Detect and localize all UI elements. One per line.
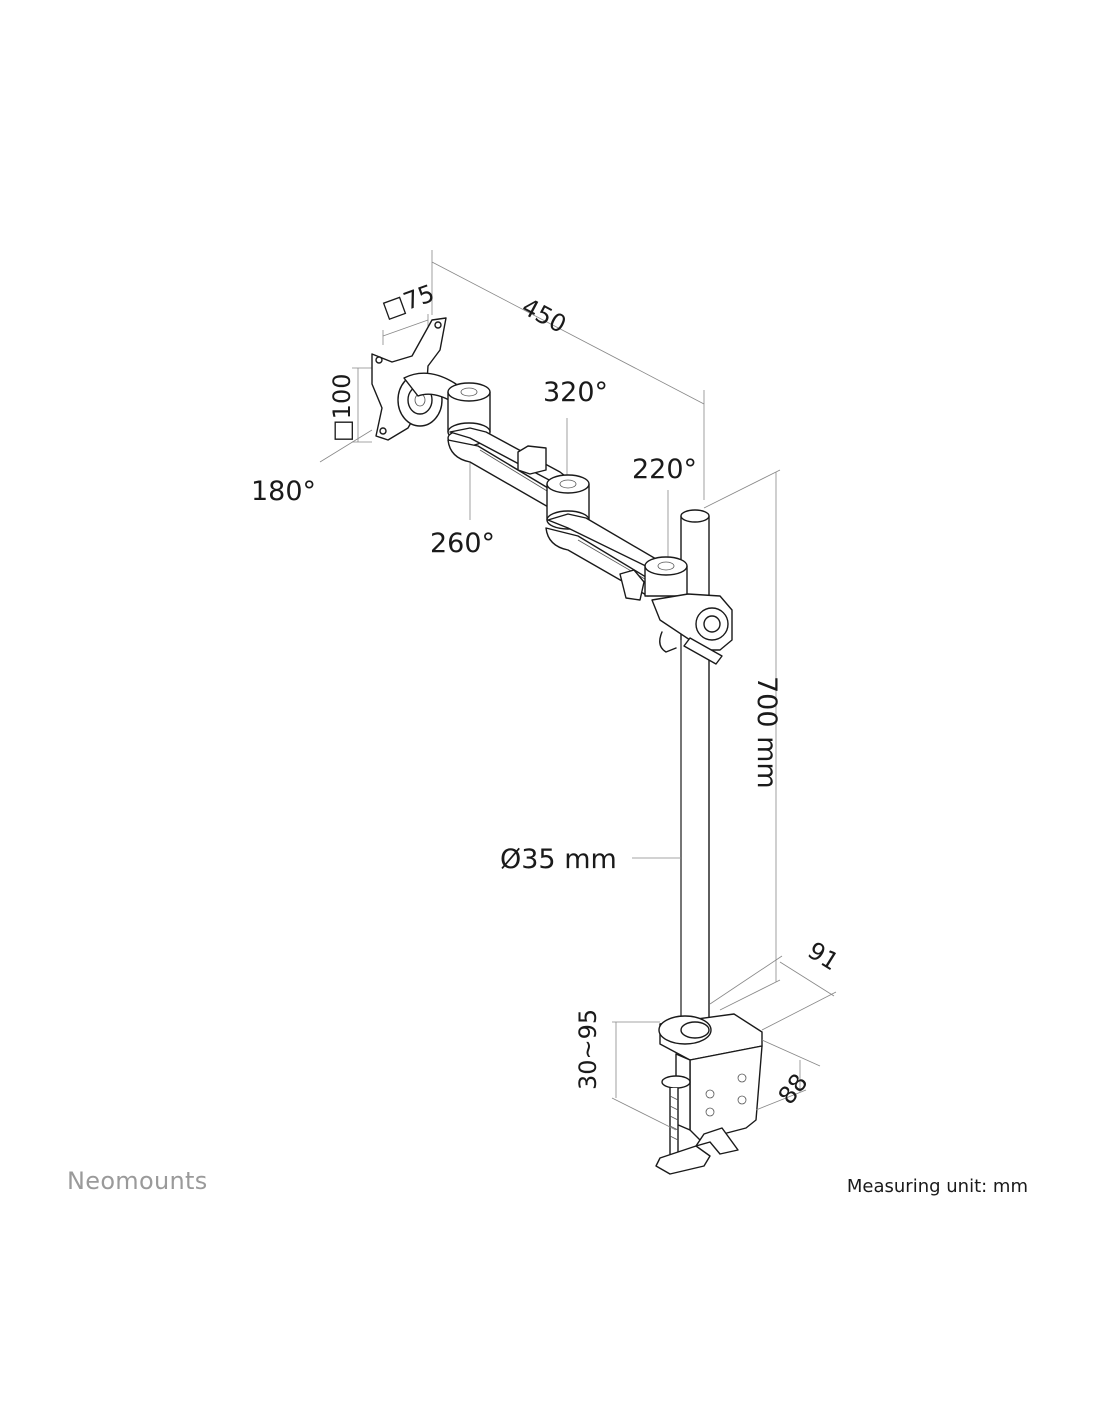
tilt-head (397, 372, 457, 427)
clamp-range-label: 30~95 (574, 1009, 602, 1090)
desk-clamp (655, 1013, 763, 1175)
brand-logo: Neomounts (67, 1167, 208, 1195)
clamp-width-label: 88 (773, 1068, 814, 1109)
vesa-100-label: □100 (328, 374, 356, 442)
pole-height-label: 700 mm (751, 676, 782, 789)
dimension-clamp-range: 30~95 (574, 1009, 677, 1131)
rotation-180-label: 180° (251, 476, 316, 507)
rear-arm (545, 513, 669, 601)
measuring-unit-note: Measuring unit: mm (846, 1176, 1028, 1197)
rotation-260-label: 260° (430, 528, 495, 559)
rotation-220-label: 220° (632, 454, 697, 485)
vesa-75-label: □75 (378, 279, 438, 324)
arm-reach-label: 450 (517, 293, 571, 339)
dimension-pole-height: 700 mm (703, 469, 782, 1011)
dimension-vesa-100: □100 (328, 367, 372, 443)
clamp-depth-label: 91 (803, 936, 844, 976)
dimension-pole-diameter: Ø35 mm (500, 844, 681, 875)
pole-diameter-label: Ø35 mm (500, 844, 617, 875)
dimension-clamp-width: 88 (755, 1039, 821, 1111)
rotation-320-label: 320° (543, 377, 608, 408)
arm-joint-pole (644, 556, 733, 665)
